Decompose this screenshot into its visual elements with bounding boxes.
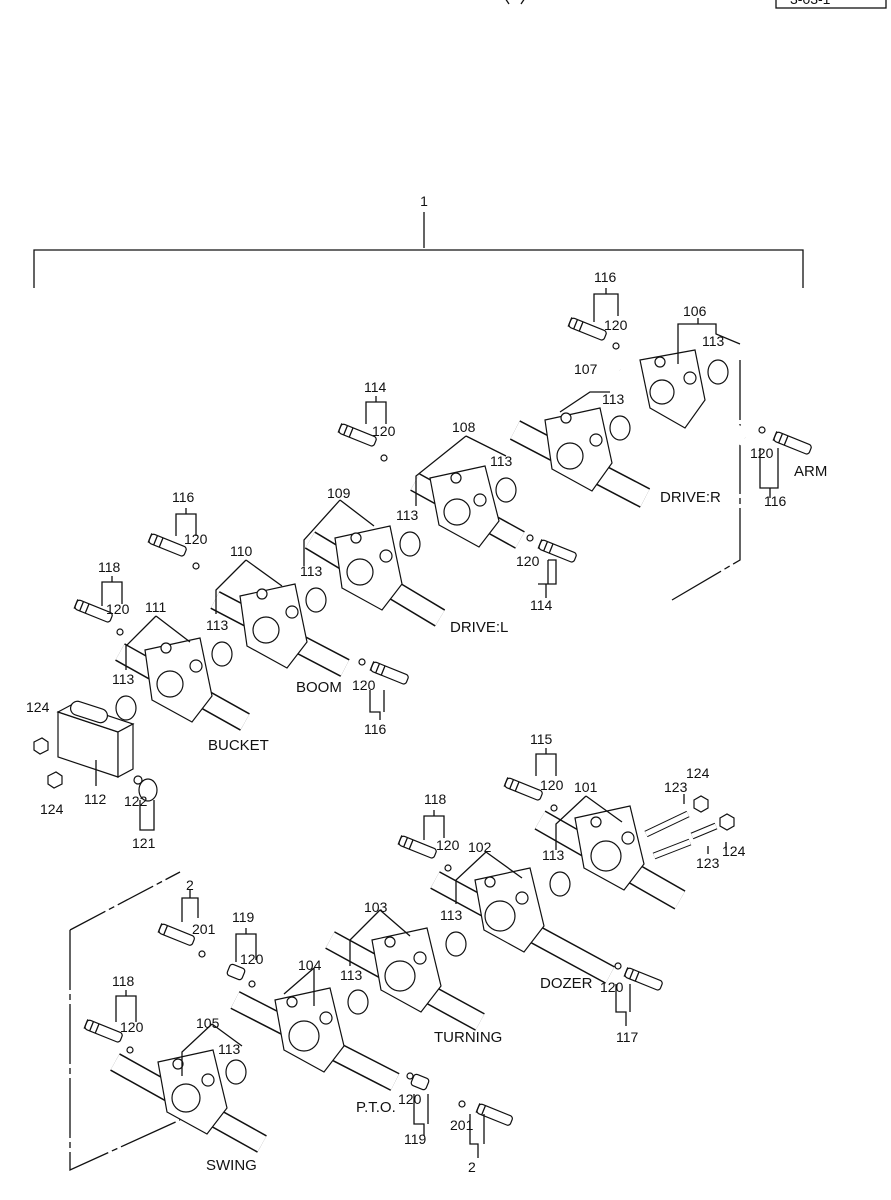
part-number: 113 bbox=[112, 671, 135, 687]
part-number: 110 bbox=[230, 543, 253, 559]
part-number: 122 bbox=[124, 793, 148, 809]
part-number: 120 bbox=[398, 1091, 422, 1107]
page-reference: 3-03-1 bbox=[790, 0, 831, 7]
small-o-rings bbox=[116, 342, 766, 1108]
valve-section-drive-l bbox=[304, 525, 446, 627]
part-number: 124 bbox=[26, 699, 50, 715]
studs-and-nuts bbox=[644, 795, 735, 860]
section-label-bucket: BUCKET bbox=[208, 737, 269, 754]
part-number: 120 bbox=[604, 317, 628, 333]
part-number: 114 bbox=[364, 379, 387, 395]
part-number: 116 bbox=[172, 489, 195, 505]
part-number: 113 bbox=[340, 967, 363, 983]
part-number: 116 bbox=[364, 721, 387, 737]
valve-section-drive-r bbox=[509, 407, 651, 508]
part-number: 103 bbox=[364, 899, 388, 915]
part-number: 118 bbox=[112, 973, 135, 989]
part-number: 120 bbox=[106, 601, 130, 617]
part-number: 113 bbox=[396, 507, 419, 523]
part-number: 113 bbox=[602, 391, 625, 407]
section-name-labels: ARM DRIVE:R DRIVE:L BOOM BUCKET DOZER TU… bbox=[206, 463, 827, 1174]
part-number: 124 bbox=[722, 843, 746, 859]
part-number: 113 bbox=[542, 847, 565, 863]
part-number: 113 bbox=[300, 563, 323, 579]
part-number: 124 bbox=[40, 801, 64, 817]
part-number: 123 bbox=[664, 779, 688, 795]
part-number: 2 bbox=[186, 877, 194, 893]
end-cover-112 bbox=[33, 700, 158, 802]
valve-section-boom bbox=[210, 583, 350, 677]
part-number: 123 bbox=[696, 855, 720, 871]
section-label-drive-l: DRIVE:L bbox=[450, 619, 508, 636]
assembly-bracket: 1 bbox=[33, 193, 804, 288]
part-number: 119 bbox=[232, 909, 255, 925]
leader-lines bbox=[95, 288, 779, 1158]
part-number: 116 bbox=[764, 493, 787, 509]
part-number: 120 bbox=[352, 677, 376, 693]
valve-section-turning bbox=[325, 927, 485, 1031]
part-number: 116 bbox=[594, 269, 617, 285]
part-number: 118 bbox=[424, 791, 447, 807]
part-number: 113 bbox=[440, 907, 463, 923]
part-number: 120 bbox=[240, 951, 264, 967]
part-number: 113 bbox=[490, 453, 513, 469]
part-number: 113 bbox=[218, 1041, 241, 1057]
part-number: 120 bbox=[436, 837, 460, 853]
part-number: 201 bbox=[192, 921, 216, 937]
section-label-boom: BOOM bbox=[296, 679, 342, 696]
part-number: 114 bbox=[530, 597, 553, 613]
part-number: 115 bbox=[530, 731, 553, 747]
part-number: 120 bbox=[516, 553, 540, 569]
relief-valves bbox=[73, 317, 812, 1126]
part-number: 106 bbox=[683, 303, 707, 319]
part-number: 120 bbox=[120, 1019, 144, 1035]
part-number: 120 bbox=[750, 445, 774, 461]
valve-section-dozer-101 bbox=[534, 805, 686, 910]
part-number: 201 bbox=[450, 1117, 474, 1133]
part-number: 124 bbox=[686, 765, 710, 781]
valve-section-108 bbox=[410, 465, 525, 549]
part-number: 120 bbox=[540, 777, 564, 793]
part-number: 108 bbox=[452, 419, 476, 435]
section-label-arm: ARM bbox=[794, 463, 827, 480]
page-reference-box: 3-03-1 bbox=[775, 0, 887, 9]
part-number: 118 bbox=[98, 559, 121, 575]
part-number: 2 bbox=[468, 1159, 476, 1175]
valve-section-bucket bbox=[115, 637, 250, 731]
part-number: 107 bbox=[574, 361, 598, 377]
part-number: 119 bbox=[404, 1131, 427, 1147]
section-label-swing: SWING bbox=[206, 1157, 257, 1174]
part-number: 120 bbox=[600, 979, 624, 995]
part-number: 117 bbox=[616, 1029, 639, 1045]
section-label-dozer: DOZER bbox=[540, 975, 593, 992]
o-rings-113 bbox=[115, 359, 729, 1085]
part-number: 120 bbox=[372, 423, 396, 439]
assembly-number: 1 bbox=[420, 193, 428, 209]
part-number: 104 bbox=[298, 957, 322, 973]
dashed-guides bbox=[69, 360, 741, 1172]
part-number: 121 bbox=[132, 835, 156, 851]
part-number: 113 bbox=[702, 333, 725, 349]
section-label-turning: TURNING bbox=[434, 1029, 502, 1046]
part-number: 102 bbox=[468, 839, 492, 855]
part-number: 112 bbox=[84, 791, 107, 807]
valve-section-swing bbox=[110, 1049, 267, 1153]
valve-section-arm bbox=[615, 349, 750, 446]
valve-section-pto bbox=[230, 987, 400, 1091]
part-number: 120 bbox=[184, 531, 208, 547]
part-number: 105 bbox=[196, 1015, 220, 1031]
part-number: 113 bbox=[206, 617, 229, 633]
section-label-drive-r: DRIVE:R bbox=[660, 489, 721, 506]
valve-section-102 bbox=[430, 867, 615, 984]
part-number: 111 bbox=[145, 599, 166, 615]
header-fragment-icon bbox=[505, 0, 525, 5]
part-number: 109 bbox=[327, 485, 351, 501]
section-label-pto: P.T.O. bbox=[356, 1099, 396, 1116]
part-number-labels: 116 120 106 113 107 113 120 116 114 120 … bbox=[26, 269, 787, 1175]
part-number: 101 bbox=[574, 779, 598, 795]
